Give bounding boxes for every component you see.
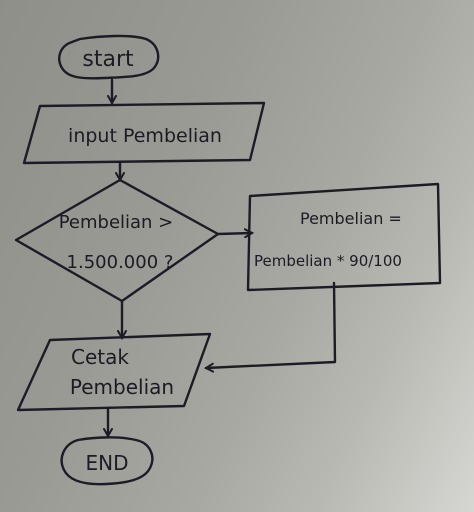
end-terminator: END — [60, 436, 154, 486]
arrow-process-to-output — [206, 281, 337, 368]
input-shape: input Pembelian — [22, 101, 266, 165]
start-terminator: start — [58, 34, 160, 80]
decision-line1: Pembelian > — [59, 212, 174, 233]
arrow-decision-to-process — [216, 233, 252, 234]
output-line1: Cetak — [71, 345, 129, 369]
start-label: start — [82, 47, 134, 72]
process-line1: Pembelian = — [300, 209, 402, 228]
output-line2: Pembelian — [70, 375, 174, 399]
process-line2: Pembelian * 90/100 — [254, 252, 402, 270]
decision-line2: 1.500.000 ? — [67, 252, 174, 273]
end-label: END — [86, 451, 129, 475]
decision-shape: Pembelian > 1.500.000 ? — [14, 178, 220, 303]
output-shape: Cetak Pembelian — [16, 332, 212, 412]
input-label: input Pembelian — [68, 125, 222, 147]
process-shape: Pembelian = Pembelian * 90/100 — [246, 182, 442, 292]
